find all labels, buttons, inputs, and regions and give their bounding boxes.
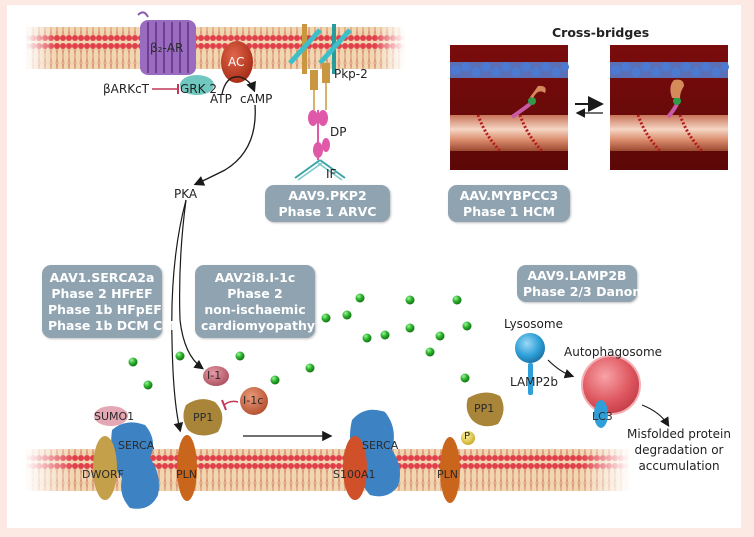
therapy-serca2a-line3: Phase 1b HFpEF [48,301,162,317]
calcium-ion [355,293,365,303]
label-i1: I-1 [207,369,222,382]
therapy-serca2a-line4: Phase 1b DCM CM [48,317,175,333]
label-lc3: LC3 [592,410,613,423]
calcium-ion [405,323,415,333]
calcium-ion [362,333,372,343]
label-barkct: βARKcT [103,82,150,96]
top-membrane [25,27,405,69]
autophagosome-vesicle [581,355,641,415]
serca-left-pump [111,422,159,509]
therapy-pkp2-line1: AAV9.PKP2 [288,187,367,203]
i1c-inhibition-line [223,400,239,406]
label-phosphate: P [464,431,471,442]
calcium-ion [342,310,352,320]
therapy-i1c-line2: Phase 2 [227,285,283,301]
label-camp: cAMP [240,92,273,106]
therapy-mybpc3-line1: AAV.MYBPCC3 [459,187,559,203]
label-pln-left: PLN [176,468,197,481]
therapy-serca2a-line2: Phase 2 HFrEF [51,285,153,301]
beta2-ar-receptor [137,11,196,75]
label-if: IF [326,167,337,181]
label-autophagosome: Autophagosome [564,345,663,359]
crossbridges-title: Cross-bridges [552,25,650,40]
label-outcome-line1: Misfolded protein [627,427,731,441]
lysosome-vesicle [515,333,545,363]
lysosome-to-autophagosome-arrow [547,359,575,379]
pp1-right-protein [466,392,504,427]
pln-left-peptide [177,435,197,501]
therapy-box-lamp2b: AAV9.LAMP2B Phase 2/3 Danon [517,265,642,302]
i1c-protein [240,387,268,415]
label-atp: ATP [210,92,232,106]
pp1-left-protein [183,399,223,436]
calcium-ion [460,373,470,383]
label-s100a1: S100A1 [333,468,376,481]
lamp2b-protein [528,363,533,395]
calcium-ions [128,293,472,390]
calcium-ion [462,321,472,331]
therapy-lamp2b-line1: AAV9.LAMP2B [527,267,627,283]
label-i1c: I-1c [243,394,264,407]
label-pp1-left: PP1 [193,411,214,424]
sumo1-protein [94,406,128,426]
therapy-i1c-line1: AAV2i8.I-1c [214,269,296,285]
label-sumo1: SUMO1 [94,410,135,423]
phosphate-group [461,431,475,445]
therapy-box-serca2a: AAV1.SERCA2a Phase 2 HFrEF Phase 1b HFpE… [42,265,175,338]
i1-protein [203,366,229,386]
label-serca-right: SERCA [362,439,399,452]
calcium-ion [380,330,390,340]
calcium-ion [435,331,445,341]
calcium-ion [128,357,138,367]
therapy-mybpc3-line2: Phase 1 HCM [463,203,555,219]
calcium-ion [321,313,331,323]
dworf-peptide [93,436,117,500]
pln-right-peptide [440,437,460,503]
label-pka: PKA [174,187,198,201]
calcium-ion [425,347,435,357]
label-outcome-line2: degradation or [634,443,724,457]
label-pln-right: PLN [437,468,458,481]
pka-to-i1-arrow [179,199,204,370]
calcium-ion [235,351,245,361]
label-lamp2b: LAMP2b [510,375,559,389]
therapy-box-mybpc3: AAV.MYBPCC3 Phase 1 HCM [448,185,570,222]
adenylyl-cyclase [221,41,253,83]
label-dworf: DWORF [82,468,124,481]
calcium-ion [405,295,415,305]
calcium-ion [305,363,315,373]
desmosome-complex [288,24,352,181]
autophagosome-to-outcome-arrow [641,404,670,428]
camp-to-pka-arrow [193,104,256,186]
therapy-pkp2-line2: Phase 1 ARVC [278,203,377,219]
label-dp: DP [330,125,347,139]
label-serca-left: SERCA [118,439,155,452]
therapy-box-i1c: AAV2i8.I-1c Phase 2 non-ischaemic cardio… [195,265,315,338]
atp-to-camp-arrow [221,76,256,95]
therapy-lamp2b-line2: Phase 2/3 Danon [523,283,642,299]
pka-to-pln-arrow [171,199,187,433]
s100a1-protein [343,436,367,500]
therapy-serca2a-line1: AAV1.SERCA2a [49,269,155,285]
therapy-i1c-line3: non-ischaemic [204,301,306,317]
crossbridge-panel-right [610,45,729,170]
label-ac: AC [228,55,245,69]
calcium-ion [143,380,153,390]
i1c-inhibition-bar [221,399,227,411]
therapy-box-pkp2: AAV9.PKP2 Phase 1 ARVC [265,185,390,222]
therapy-i1c-line4: cardiomyopathy [201,317,315,333]
calcium-ion [452,295,462,305]
label-pkp2: Pkp-2 [334,67,368,81]
label-beta2-ar: β₂-AR [150,41,184,55]
lc3-protein [594,400,608,428]
label-outcome-line3: accumulation [638,459,720,473]
calcium-ion [270,375,280,385]
crossbridge-panel-left [450,45,569,170]
grk2-protein [180,75,214,95]
calcium-ion [175,351,185,361]
label-pp1-right: PP1 [474,402,495,415]
label-grk2: GRK 2 [180,82,217,96]
label-lysosome: Lysosome [504,317,563,331]
